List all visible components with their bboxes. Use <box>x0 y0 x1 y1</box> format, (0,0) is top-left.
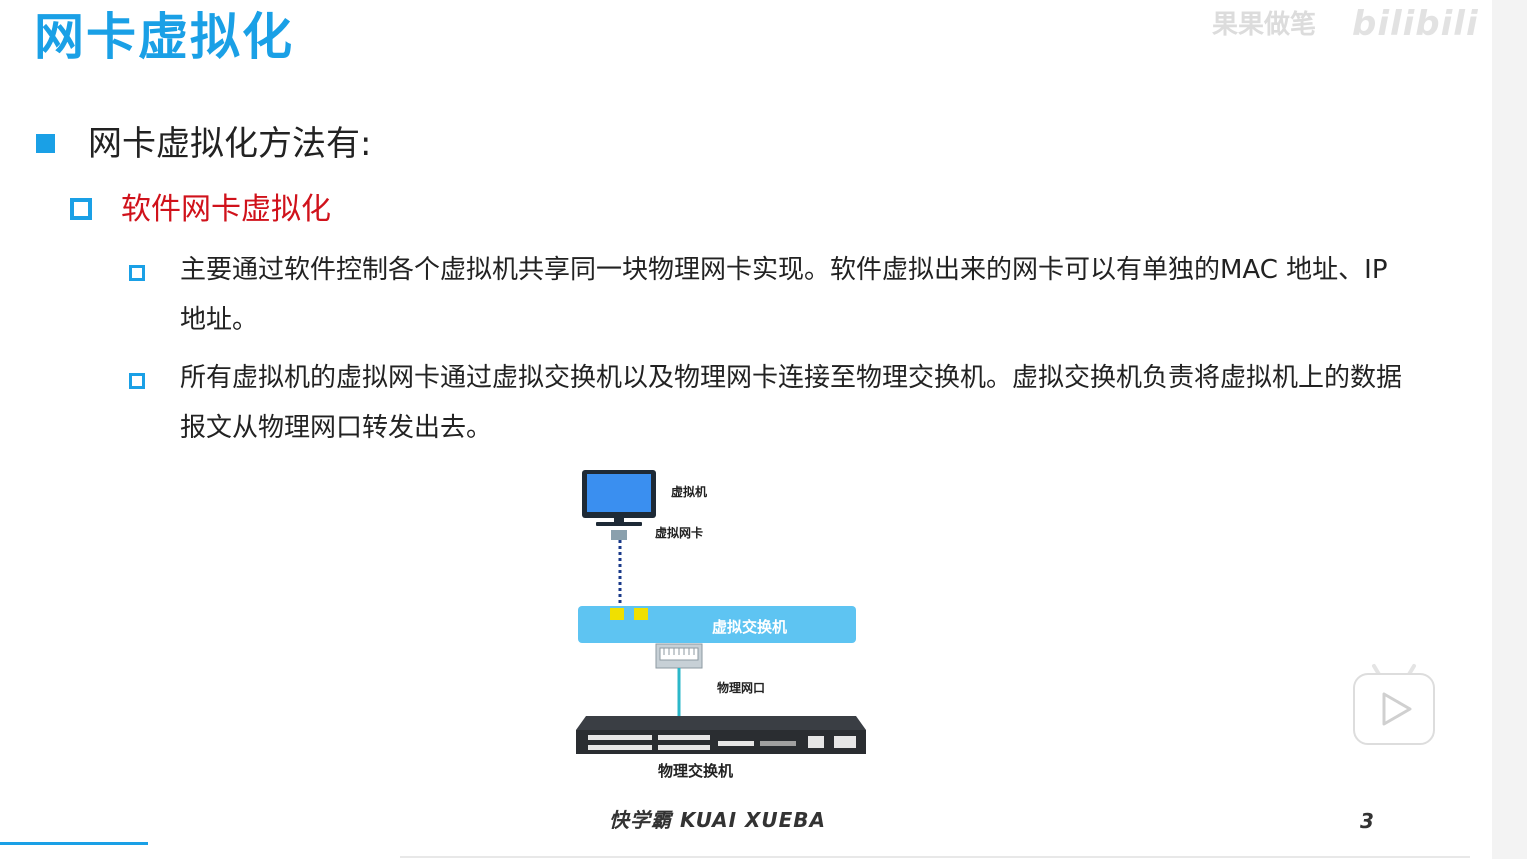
bilibili-logo: bilibili <box>1352 4 1479 44</box>
virtual-switch-label: 虚拟交换机 <box>712 618 787 636</box>
page-number: 3 <box>1360 809 1374 833</box>
bullet-level3-text-1: 主要通过软件控制各个虚拟机共享同一块物理网卡实现。软件虚拟出来的网卡可以有单独的… <box>180 255 1388 335</box>
bullet-level2-text: 软件网卡虚拟化 <box>121 192 331 227</box>
bullet-level3-text-2: 所有虚拟机的虚拟网卡通过虚拟交换机以及物理网卡连接至物理交换机。虚拟交换机负责将… <box>180 363 1403 443</box>
watermark: 果果做笔 <box>1212 10 1317 40</box>
bullet-level1-text: 网卡虚拟化方法有: <box>88 124 372 164</box>
vnic-port-icon <box>610 608 624 620</box>
bottom-divider <box>400 856 1470 858</box>
physical-port-icon <box>655 643 703 669</box>
physical-switch-label: 物理交换机 <box>658 762 733 780</box>
bullet-level2-icon <box>70 198 92 220</box>
bullet-level3-icon <box>129 373 145 389</box>
footer-accent-line <box>0 842 148 845</box>
footer-brand: 快学霸 KUAI XUEBA <box>609 808 827 832</box>
network-diagram: 虚拟机 虚拟网卡 虚拟交换机 物理网口 物理交换机 <box>576 470 866 780</box>
physical-port-label: 物理网口 <box>717 680 765 695</box>
play-icon[interactable] <box>1352 662 1436 746</box>
vm-monitor-icon <box>582 470 656 526</box>
vnic-label: 虚拟网卡 <box>655 525 703 540</box>
vnic-port-icon <box>634 608 648 620</box>
bullet-level1-icon <box>36 134 55 153</box>
physical-switch-icon <box>576 716 866 754</box>
vnic-icon <box>611 530 627 540</box>
slide-title: 网卡虚拟化 <box>34 8 294 66</box>
right-margin-strip <box>1492 0 1527 859</box>
vm-label: 虚拟机 <box>671 484 707 499</box>
bullet-level3-icon <box>129 265 145 281</box>
